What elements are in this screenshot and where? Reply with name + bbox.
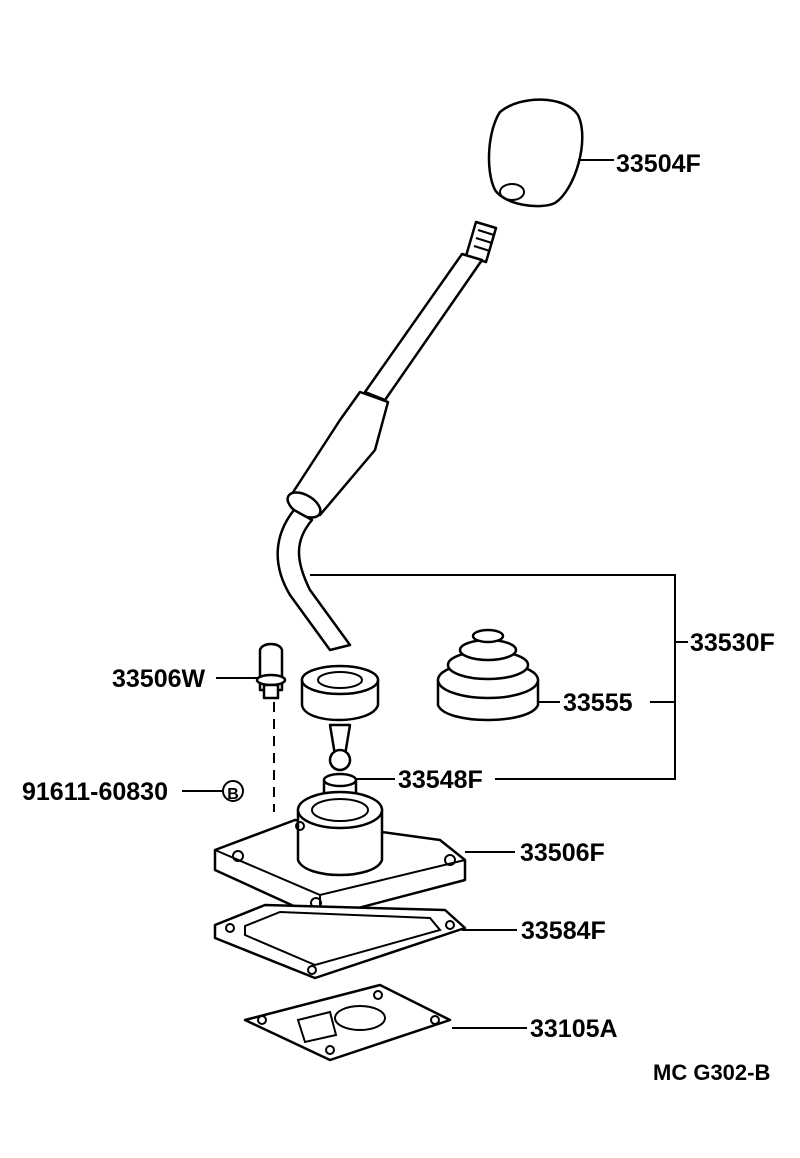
label-33584F[interactable]: 33584F xyxy=(521,917,606,945)
cover-plate[interactable] xyxy=(243,983,452,1062)
circled-b-marker xyxy=(222,780,244,802)
label-33506W[interactable]: 33506W xyxy=(112,665,206,693)
marker-b: B xyxy=(227,786,239,803)
shift-lever[interactable] xyxy=(276,220,498,652)
diagram-reference: MC G302-B xyxy=(653,1060,770,1085)
plug[interactable] xyxy=(255,642,287,700)
lever-socket[interactable] xyxy=(300,664,380,772)
label-33105A[interactable]: 33105A xyxy=(530,1015,618,1043)
label-33504F[interactable]: 33504F xyxy=(616,150,701,178)
label-91611-60830[interactable]: 91611-60830 xyxy=(22,778,168,806)
gasket[interactable] xyxy=(213,903,467,980)
shift-retainer[interactable] xyxy=(213,790,467,920)
label-33530F[interactable]: 33530F xyxy=(690,629,775,657)
dust-boot[interactable] xyxy=(436,628,540,722)
leader-lines xyxy=(182,159,688,1029)
label-33555[interactable]: 33555 xyxy=(563,689,633,717)
shift-knob[interactable] xyxy=(487,98,584,208)
label-33548F[interactable]: 33548F xyxy=(398,766,483,794)
label-33506F[interactable]: 33506F xyxy=(520,839,605,867)
